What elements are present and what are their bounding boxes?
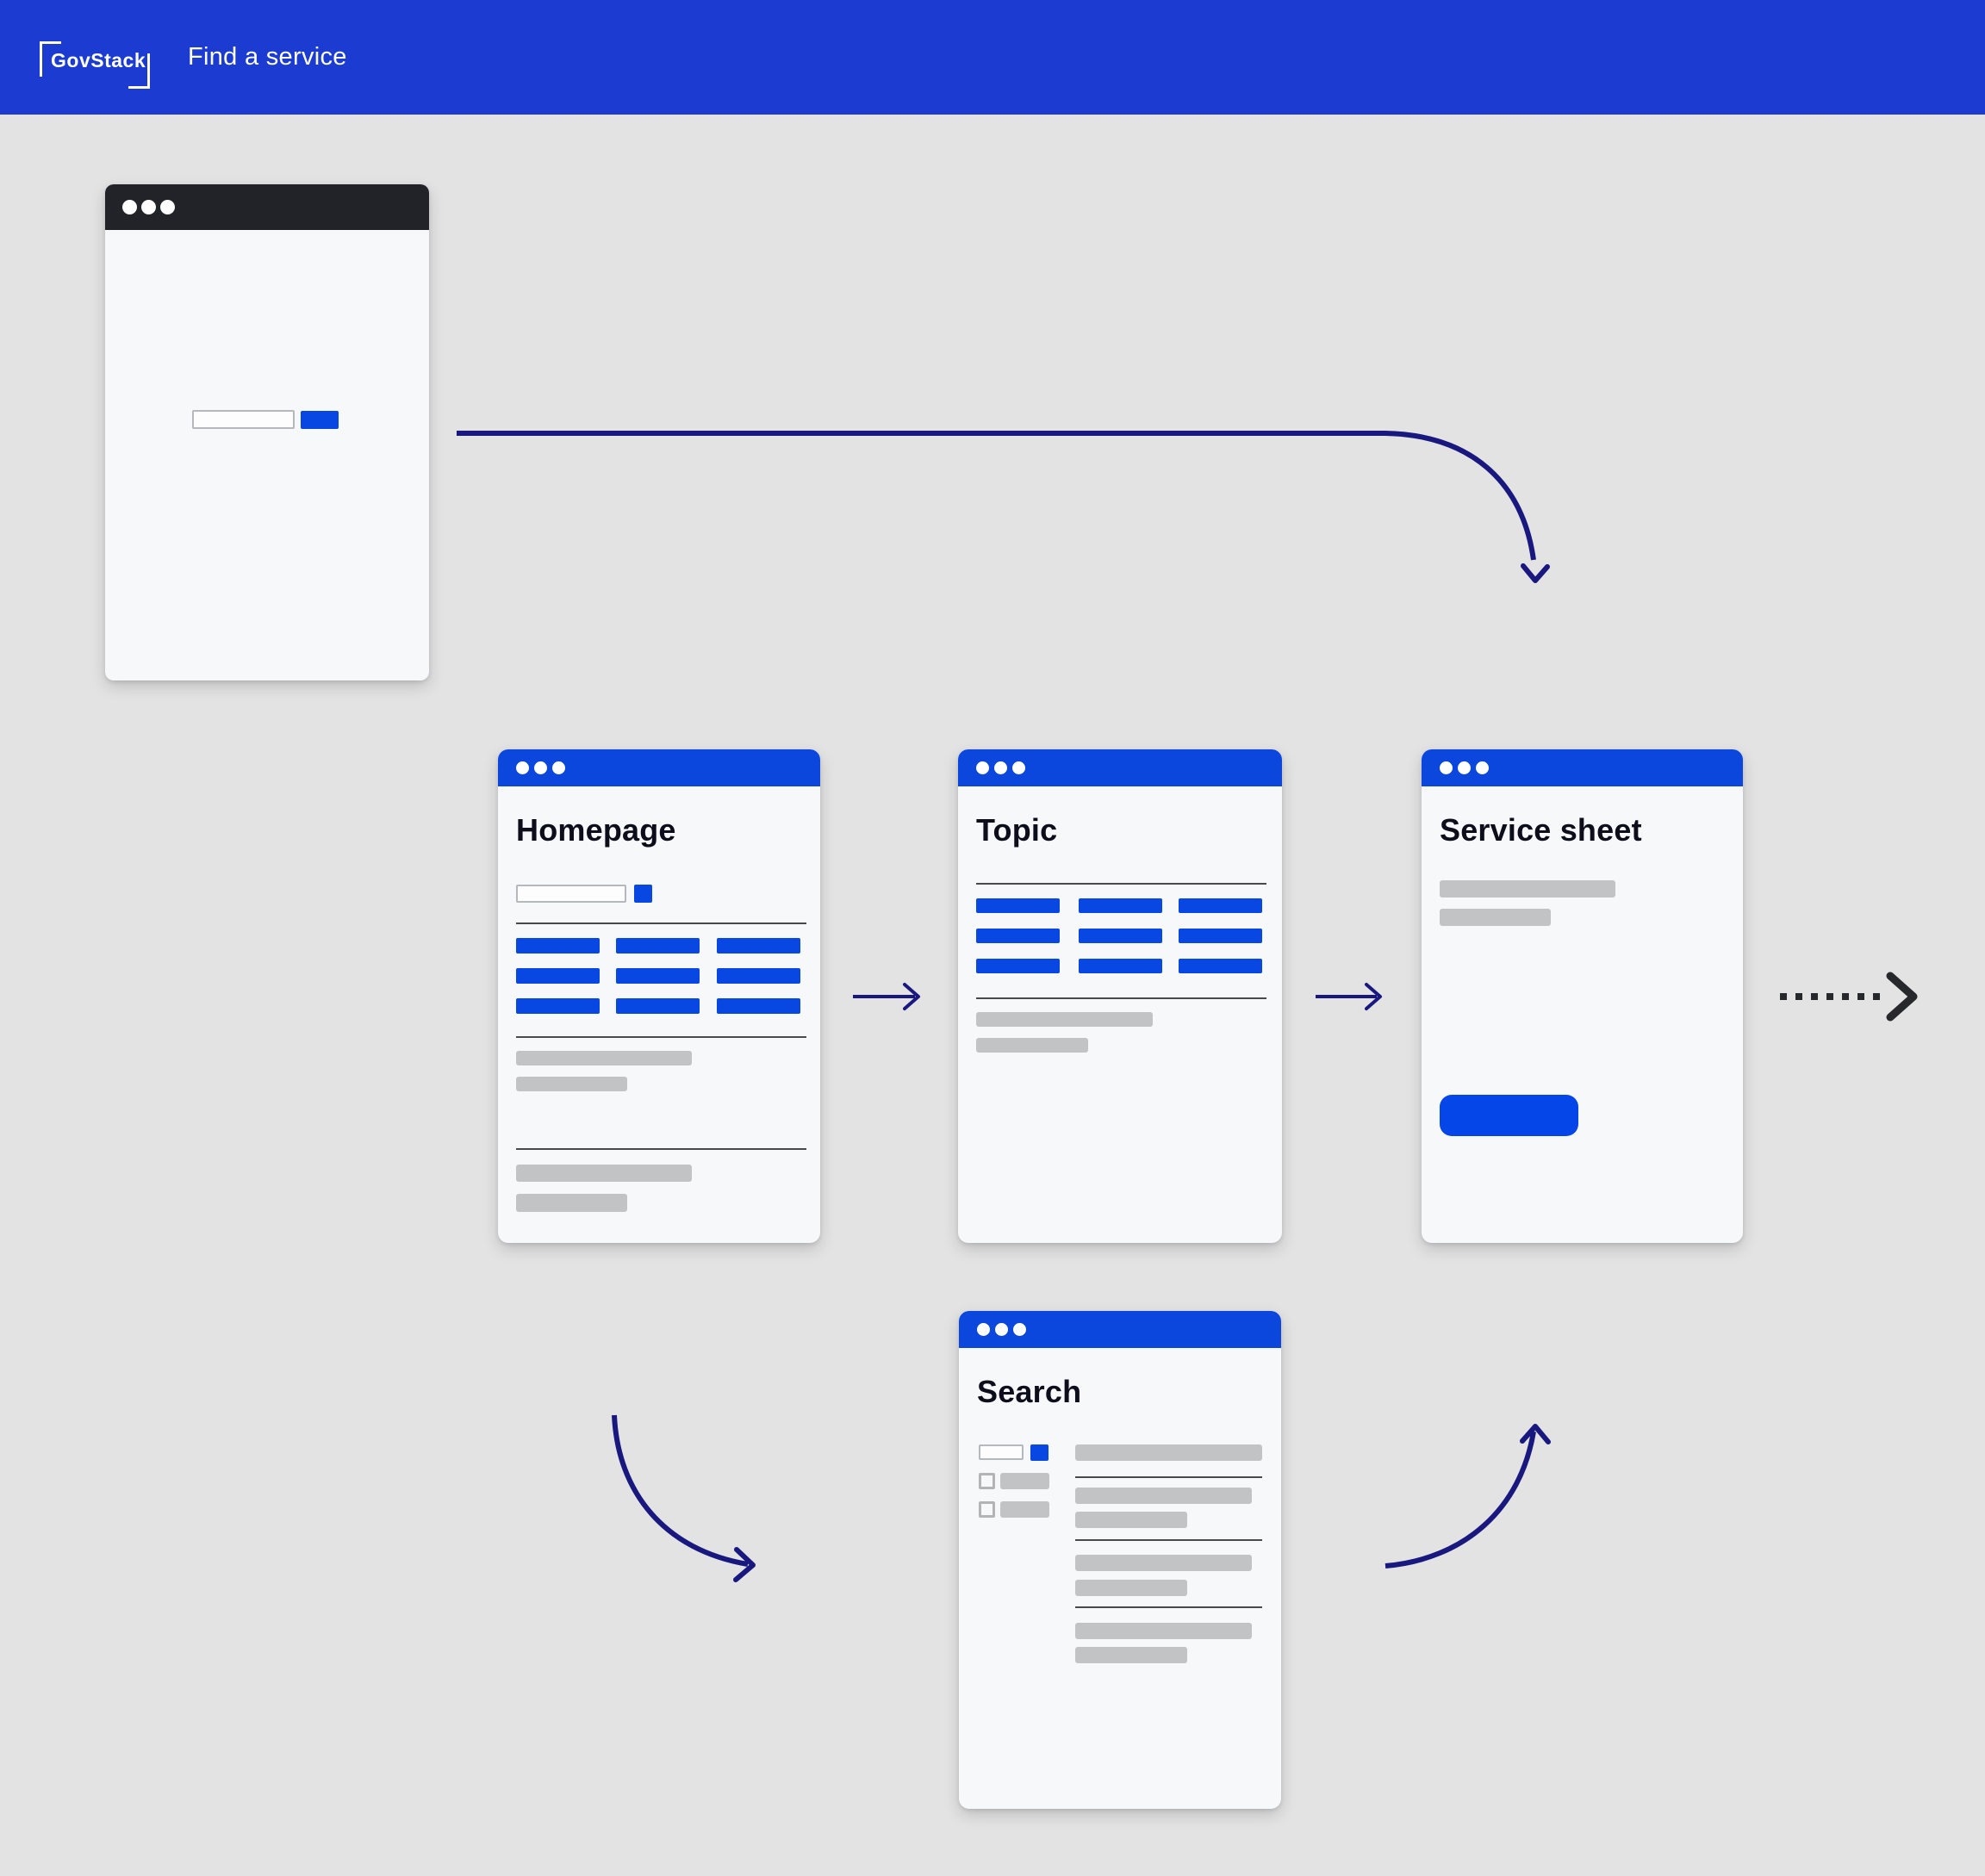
window-dot-icon: [122, 200, 137, 214]
link-tile[interactable]: [616, 998, 700, 1014]
browser-window-topic: Topic: [958, 749, 1282, 1243]
primary-action-button[interactable]: [1440, 1095, 1578, 1136]
arrow-service-sheet-onward-dashed: [1780, 972, 1918, 1022]
window-dot-icon: [534, 761, 547, 774]
window-dot-icon: [977, 1323, 990, 1336]
logo-text: GovStack: [51, 48, 146, 71]
result-bar: [1075, 1555, 1252, 1571]
window-dot-icon: [160, 200, 175, 214]
result-bar: [1075, 1623, 1252, 1639]
search-input[interactable]: [192, 410, 295, 429]
link-tile[interactable]: [616, 938, 700, 954]
link-tile[interactable]: [1179, 898, 1262, 913]
window-dot-icon: [552, 761, 565, 774]
window-titlebar: [1422, 749, 1743, 786]
govstack-logo: GovStack: [40, 27, 150, 89]
filter-checkbox[interactable]: [979, 1473, 995, 1489]
logo-bracket-top-left-icon: [40, 40, 61, 77]
logo-bracket-bottom-right-icon: [128, 53, 150, 89]
link-tile[interactable]: [516, 938, 600, 954]
browser-window-search: Search: [959, 1311, 1281, 1809]
search-input[interactable]: [516, 885, 626, 903]
arrow-homepage-to-topic: [853, 983, 920, 1010]
window-dot-icon: [516, 761, 529, 774]
window-dot-icon: [976, 761, 989, 774]
placeholder-text-bar: [976, 1012, 1153, 1027]
search-input[interactable]: [979, 1444, 1024, 1460]
result-bar: [1075, 1647, 1187, 1663]
window-dot-icon: [1458, 761, 1471, 774]
divider: [1075, 1476, 1262, 1478]
window-title: Search: [977, 1374, 1082, 1409]
browser-window-service-sheet: Service sheet: [1422, 749, 1743, 1243]
placeholder-text-bar: [516, 1194, 627, 1212]
window-dot-icon: [1013, 1323, 1026, 1336]
link-tile[interactable]: [1079, 929, 1162, 943]
result-bar: [1075, 1488, 1252, 1504]
window-titlebar: [958, 749, 1282, 786]
window-titlebar: [498, 749, 820, 786]
window-dot-icon: [1476, 761, 1489, 774]
link-tile[interactable]: [717, 968, 800, 984]
divider: [1075, 1539, 1262, 1541]
divider: [516, 1148, 806, 1150]
link-tile[interactable]: [717, 938, 800, 954]
arrow-topic-to-service-sheet: [1316, 983, 1382, 1010]
arrow-homepage-to-search: [612, 1414, 756, 1582]
search-button[interactable]: [634, 885, 652, 903]
placeholder-text-bar: [516, 1077, 627, 1091]
link-tile[interactable]: [516, 998, 600, 1014]
window-dot-icon: [1440, 761, 1453, 774]
window-dot-icon: [994, 761, 1007, 774]
window-titlebar: [959, 1311, 1281, 1348]
browser-window-start: [105, 184, 429, 680]
placeholder-text-bar: [516, 1051, 692, 1065]
placeholder-text-bar: [516, 1165, 692, 1182]
arrow-start-to-service-sheet: [457, 431, 1550, 583]
link-tile[interactable]: [976, 898, 1060, 913]
divider: [516, 1036, 806, 1038]
window-dot-icon: [1012, 761, 1025, 774]
link-tile[interactable]: [1079, 959, 1162, 973]
placeholder-text-bar: [976, 1038, 1088, 1053]
link-tile[interactable]: [616, 968, 700, 984]
link-tile[interactable]: [1079, 898, 1162, 913]
result-bar: [1075, 1444, 1262, 1461]
search-button[interactable]: [1030, 1444, 1049, 1461]
filter-label-bar: [1000, 1501, 1049, 1518]
divider: [976, 997, 1266, 999]
window-title: Homepage: [516, 812, 676, 848]
window-title: Topic: [976, 812, 1058, 848]
arrow-search-to-service-sheet: [1385, 1424, 1551, 1569]
result-bar: [1075, 1580, 1187, 1596]
link-tile[interactable]: [976, 959, 1060, 973]
filter-label-bar: [1000, 1473, 1049, 1489]
search-button[interactable]: [301, 411, 339, 429]
window-dot-icon: [995, 1323, 1008, 1336]
link-tile[interactable]: [717, 998, 800, 1014]
result-bar: [1075, 1512, 1187, 1528]
divider: [1075, 1606, 1262, 1608]
link-tile[interactable]: [516, 968, 600, 984]
app-header: GovStack Find a service: [0, 0, 1985, 115]
filter-checkbox[interactable]: [979, 1501, 995, 1518]
window-title: Service sheet: [1440, 812, 1642, 848]
page-title: Find a service: [188, 43, 347, 71]
divider: [976, 883, 1266, 885]
link-tile[interactable]: [1179, 959, 1262, 973]
divider: [516, 922, 806, 924]
window-dot-icon: [141, 200, 156, 214]
link-tile[interactable]: [976, 929, 1060, 943]
window-titlebar: [105, 184, 429, 230]
link-tile[interactable]: [1179, 929, 1262, 943]
browser-window-homepage: Homepage: [498, 749, 820, 1243]
placeholder-text-bar: [1440, 880, 1615, 898]
placeholder-text-bar: [1440, 909, 1551, 926]
